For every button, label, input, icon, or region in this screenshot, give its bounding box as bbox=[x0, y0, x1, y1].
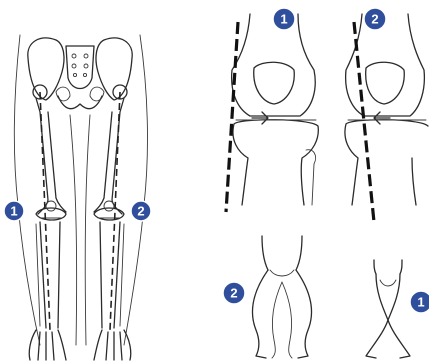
svg-text:1: 1 bbox=[10, 204, 17, 219]
badge-full-leg-1: 1 bbox=[4, 201, 24, 221]
inner-thigh-outline bbox=[70, 115, 90, 345]
badge-bowlegs: 2 bbox=[223, 282, 245, 304]
svg-text:1: 1 bbox=[417, 295, 424, 310]
femur-distal-1 bbox=[232, 14, 316, 116]
foot-left bbox=[29, 330, 66, 360]
bowlegs-right-leg bbox=[296, 270, 312, 358]
bowlegs-torso bbox=[262, 236, 302, 270]
sacral-foramina bbox=[72, 54, 88, 77]
foot-right bbox=[94, 330, 131, 360]
knee-right bbox=[94, 201, 124, 220]
svg-text:2: 2 bbox=[230, 286, 237, 301]
fibula-head-1 bbox=[306, 150, 316, 205]
knee-closeup-2: 2 bbox=[345, 8, 428, 222]
obturator-left bbox=[56, 87, 70, 101]
body-outline-left bbox=[14, 35, 40, 345]
stress-arrow-1 bbox=[252, 112, 268, 124]
axis-line-1 bbox=[226, 22, 238, 212]
bowlegs-left-leg bbox=[252, 270, 268, 358]
sacrum bbox=[66, 46, 94, 89]
pubic-arch bbox=[58, 96, 102, 109]
bowlegs-inner bbox=[272, 282, 292, 358]
fibula-left bbox=[36, 224, 40, 326]
svg-text:2: 2 bbox=[371, 12, 378, 27]
knee-left bbox=[36, 201, 66, 220]
knockknees-right-leg bbox=[388, 274, 410, 358]
badge-full-leg-2: 2 bbox=[131, 201, 151, 221]
svg-text:1: 1 bbox=[280, 12, 287, 27]
badge-knee-2: 2 bbox=[364, 8, 386, 30]
patella-2 bbox=[366, 62, 405, 104]
knockknees-left-leg bbox=[366, 274, 388, 358]
badge-knock-knees: 1 bbox=[410, 291, 429, 313]
bowlegs-groin bbox=[270, 270, 294, 276]
fibula-right bbox=[120, 224, 124, 326]
badge-knee-1: 1 bbox=[273, 8, 295, 30]
tibia-proximal-1 bbox=[233, 120, 318, 205]
knock-knees-figure: 1 bbox=[366, 260, 429, 358]
stress-arrow-2 bbox=[374, 112, 390, 124]
patella-1 bbox=[254, 62, 295, 104]
knee-closeup-1: 1 bbox=[226, 8, 318, 212]
svg-text:2: 2 bbox=[137, 204, 144, 219]
knockknees-groin bbox=[380, 280, 396, 286]
knockknees-torso bbox=[374, 260, 402, 274]
tibia-proximal-2 bbox=[345, 120, 428, 205]
full-leg-skeleton: 1 2 bbox=[4, 35, 151, 360]
bowlegs-figure: 2 bbox=[223, 236, 312, 358]
obturator-right bbox=[90, 87, 104, 101]
axis-line-2 bbox=[354, 22, 374, 222]
